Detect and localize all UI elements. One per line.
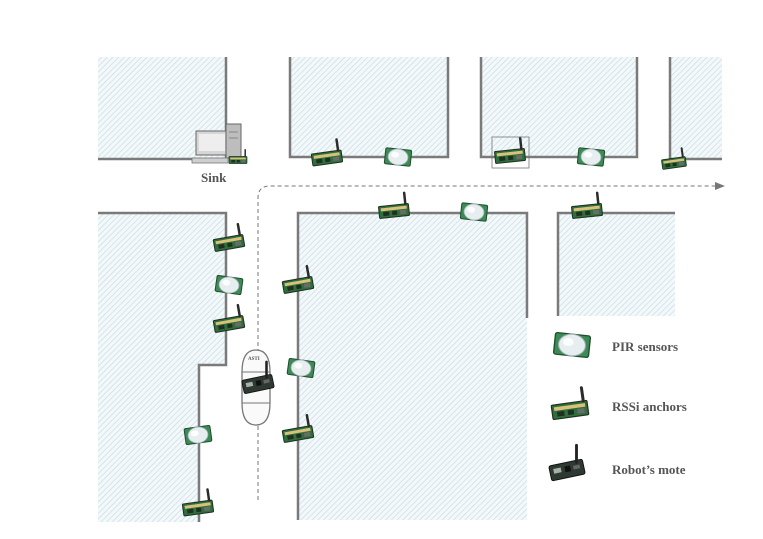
pir-sensor-icon [183,424,213,446]
computer-icon [191,123,248,165]
highlight-box [491,136,530,169]
rooms [98,57,722,523]
room-center [298,213,527,520]
legend-rssi-label: RSSi anchors [612,399,687,414]
sink-label: Sink [201,170,227,185]
pir-sensor-icon [214,274,244,296]
room-top-4 [670,57,722,159]
robot-badge: ASTI [248,357,260,362]
pir-sensor-icon [576,147,606,167]
rssi-anchors [179,136,688,518]
pir-sensor-icon [286,357,316,379]
room-top-3 [481,57,637,157]
legend-pir-label: PIR sensors [612,339,678,354]
rssi-anchor-icon [376,191,411,220]
room-top-2 [290,57,448,157]
rssi-anchor-icon [569,191,604,220]
pir-sensor-icon [552,331,592,359]
pir-sensor-icon [459,202,489,222]
legend-robot-label: Robot’s mote [612,462,686,477]
legend: PIR sensors RSSi anchors Robot’s mote [547,331,687,483]
pir-sensor-icon [383,147,413,167]
robot-path [257,182,725,500]
room-right [558,213,675,316]
robot: ASTI [240,349,276,426]
room-left [98,213,226,522]
